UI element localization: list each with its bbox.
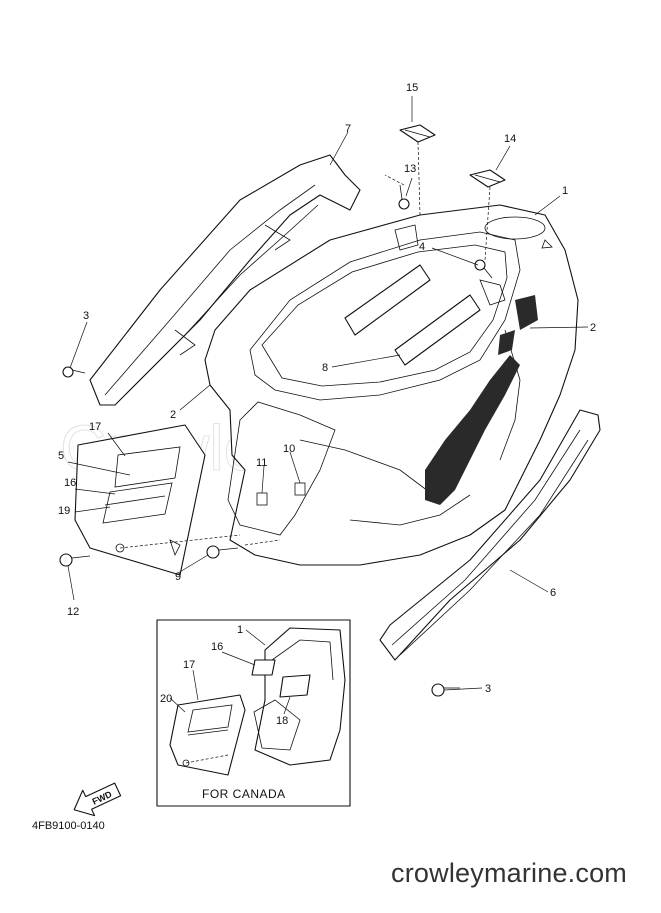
callout-17: 17 bbox=[89, 421, 101, 433]
callout-9: 9 bbox=[175, 571, 181, 583]
callout-13: 13 bbox=[404, 163, 416, 175]
callout-16: 16 bbox=[64, 477, 76, 489]
inset-for-canada: FOR CANADA bbox=[156, 619, 351, 807]
callout-20: 20 bbox=[160, 693, 172, 705]
callout-11: 11 bbox=[256, 457, 267, 469]
part-7-side-rail bbox=[89, 154, 361, 406]
callout-10: 10 bbox=[283, 443, 295, 455]
callout-16-inset: 16 bbox=[211, 641, 223, 653]
callout-15: 15 bbox=[406, 82, 418, 94]
fasteners bbox=[59, 124, 506, 697]
callout-1-inset: 1 bbox=[237, 624, 243, 636]
website-label: crowleymarine.com bbox=[391, 858, 627, 888]
callout-2-left: 2 bbox=[170, 409, 176, 421]
part-8-pads bbox=[344, 264, 481, 366]
callouts: 15 7 13 14 1 4 3 2 8 2 17 5 16 19 10 11 … bbox=[58, 82, 596, 727]
callout-17-inset: 17 bbox=[183, 659, 195, 671]
part-1-bottom-cowling bbox=[204, 204, 579, 566]
callout-18: 18 bbox=[276, 715, 288, 727]
drawing-code: 4FB9100-0140 bbox=[32, 820, 105, 832]
callout-3-right: 3 bbox=[485, 683, 491, 695]
decal-graphic bbox=[425, 295, 538, 505]
callout-4: 4 bbox=[419, 241, 425, 253]
callout-6: 6 bbox=[550, 587, 556, 599]
assembly-lines bbox=[119, 141, 491, 549]
part-6-side-rail bbox=[379, 409, 601, 661]
part-5-side-cover bbox=[74, 424, 206, 576]
callout-2-right: 2 bbox=[590, 322, 596, 334]
callout-1: 1 bbox=[562, 185, 568, 197]
fwd-arrow: FWD bbox=[73, 782, 122, 817]
callout-3-left: 3 bbox=[83, 310, 89, 322]
callout-5: 5 bbox=[58, 450, 64, 462]
callout-7: 7 bbox=[345, 123, 351, 135]
inset-title: FOR CANADA bbox=[202, 787, 286, 801]
callout-14: 14 bbox=[504, 133, 516, 145]
leader-lines bbox=[67, 96, 589, 691]
callout-12: 12 bbox=[67, 606, 79, 618]
callout-8: 8 bbox=[322, 362, 328, 374]
callout-19: 19 bbox=[58, 505, 70, 517]
